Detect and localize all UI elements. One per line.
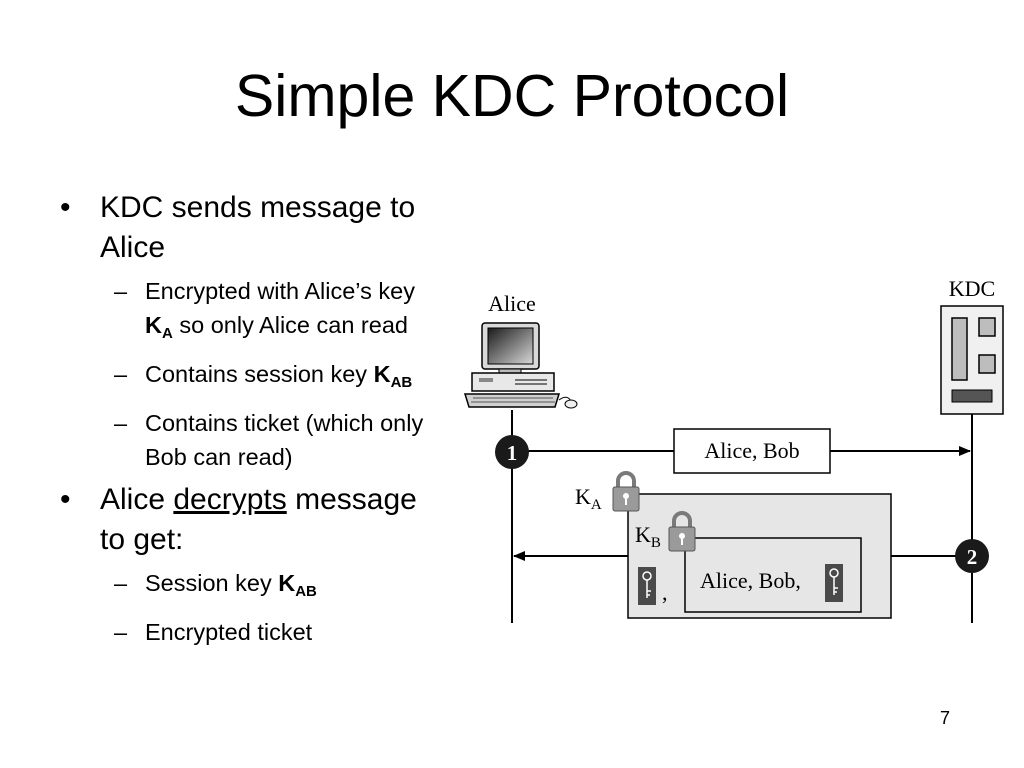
sub-bullet-encrypted-ticket: – Encrypted ticket: [114, 619, 313, 645]
sub-bullet-encrypted: – Encrypted with Alice’s key KA so only …: [114, 278, 415, 342]
sub-bullet-ticket: – Contains ticket (which only Bob can re…: [114, 410, 424, 470]
alice-computer-icon: [463, 322, 578, 409]
key-icon: [825, 564, 843, 602]
page-title: Simple KDC Protocol: [234, 63, 790, 129]
outer-key-label: KA: [575, 484, 602, 513]
step1-message-box: [673, 428, 831, 474]
padlock-icon: [612, 471, 640, 512]
kdc-label: KDC: [949, 276, 995, 301]
page-number: 7: [940, 708, 951, 728]
key-icon: [638, 567, 656, 605]
inner-message: Alice, Bob,: [700, 568, 801, 593]
bullet-kdc-sends: • KDC sends message to Alice: [60, 191, 416, 264]
step2-badge: [955, 539, 989, 573]
padlock-icon: [668, 511, 696, 552]
inner-key-label: KB: [635, 522, 661, 551]
bullet-alice-decrypts: • Alice decrypts message to get:: [60, 483, 417, 556]
kdc-server-icon: [940, 305, 1004, 415]
alice-label: Alice: [488, 291, 536, 316]
step2-number: 2: [967, 545, 978, 569]
bullet-text: KDC sends message to Alice: [100, 191, 416, 264]
kdc-protocol-diagram: Alice KDC Alice, Bob 1 2 KA: [463, 276, 1004, 623]
bullet-list: • KDC sends message to Alice – Encrypted…: [60, 188, 440, 655]
step1-message: Alice, Bob: [704, 438, 799, 463]
sub-bullet-session-key: – Contains session key KAB: [114, 361, 413, 391]
sub-bullet-session-key-2: – Session key KAB: [114, 570, 317, 600]
comma: ,: [662, 580, 668, 605]
step1-number: 1: [507, 441, 518, 465]
step1-badge: [495, 435, 529, 469]
